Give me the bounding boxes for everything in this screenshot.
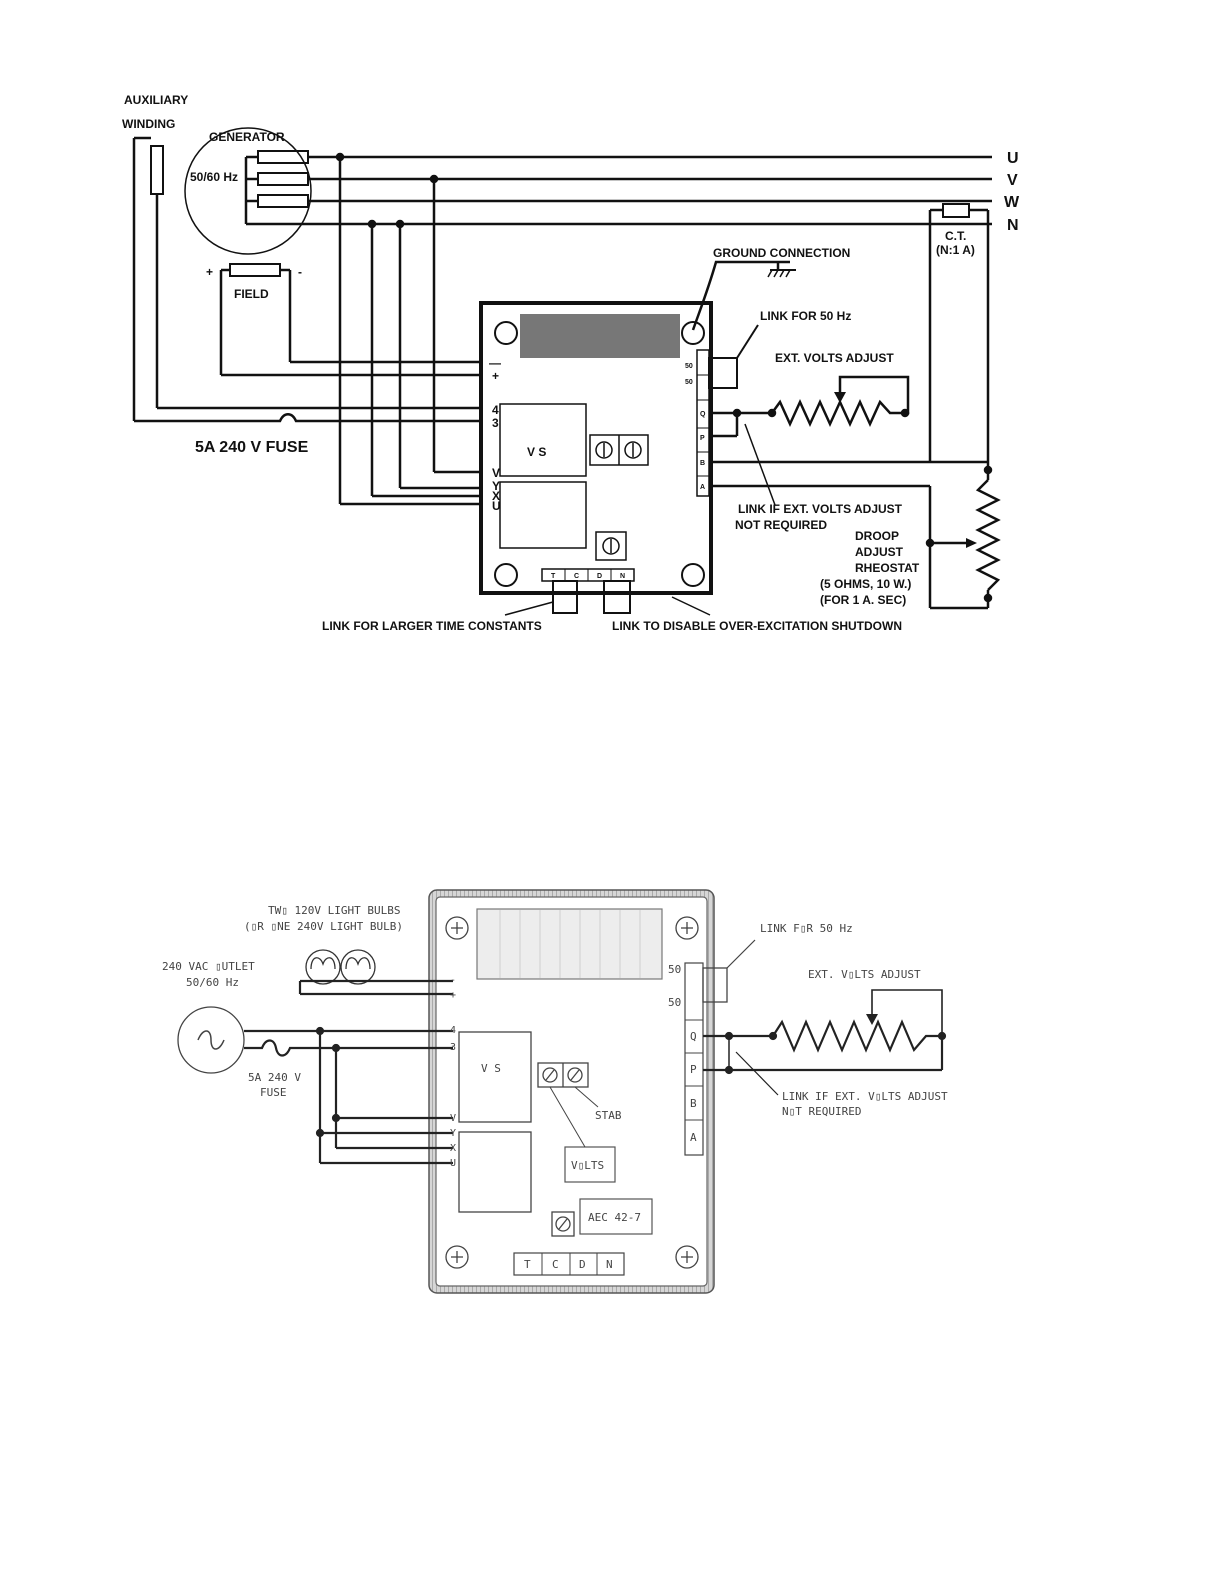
term-3-top: 3 (492, 416, 499, 430)
light-bulbs (305, 949, 376, 985)
volts-label: V▯LTS (571, 1159, 604, 1172)
bulbs-label-2: (▯R ▯NE 240V LIGHT BULB) (244, 920, 403, 933)
bottom-diagram-labels: TW▯ 120V LIGHT BULBS (▯R ▯NE 240V LIGHT … (162, 904, 948, 1271)
term-u-bottom: U (450, 1158, 456, 1169)
term-p-top: P (700, 435, 705, 442)
field-plus-label: + (206, 265, 213, 279)
droop-label-2: ADJUST (855, 545, 904, 559)
term-d-top: D (597, 573, 602, 580)
ground-label: GROUND CONNECTION (713, 246, 850, 260)
droop-label-3: RHEOSTAT (855, 561, 920, 575)
term-minus-bottom: - (450, 975, 456, 986)
term-n-top: N (620, 573, 625, 580)
bottom-wiring-diagram (177, 889, 947, 1294)
auxiliary-winding (132, 136, 481, 421)
field-minus-label: - (298, 265, 302, 279)
term-minus-top: — (489, 356, 501, 370)
link-50hz-label-bottom: LINK F▯R 50 Hz (760, 922, 853, 935)
link-if-label-1: LINK IF EXT. VOLTS ADJUST (738, 502, 903, 516)
heatsink-bottom (476, 908, 663, 980)
ext-volts-label: EXT. VOLTS ADJUST (775, 351, 894, 365)
term-d-bottom: D (579, 1258, 586, 1271)
line-n-label: N (1007, 217, 1019, 234)
droop-adjust-rheostat (925, 462, 1001, 610)
ct (928, 203, 990, 462)
link-if-label-bottom-1: LINK IF EXT. V▯LTS ADJUST (782, 1090, 948, 1103)
line-u-label: U (1007, 150, 1019, 167)
heatsink (520, 314, 680, 358)
vs-label-bottom: V S (481, 1062, 501, 1075)
term-3-bottom: 3 (450, 1042, 456, 1053)
droop-label-4: (5 OHMS, 10 W.) (820, 577, 911, 591)
ext-volts-label-bottom: EXT. V▯LTS ADJUST (808, 968, 921, 981)
field-winding (219, 263, 481, 377)
vs-label-top: V S (527, 445, 546, 459)
link-if-label-2: NOT REQUIRED (735, 518, 827, 532)
term-v-top: V (492, 466, 500, 480)
ct-label-2: (N:1 A) (936, 243, 975, 257)
term-50b-top: 50 (685, 379, 693, 386)
term-x-bottom: X (450, 1143, 456, 1154)
line-w-label: W (1004, 194, 1020, 211)
ac-outlet (177, 1006, 245, 1074)
term-u-top: U (492, 499, 501, 513)
term-t-bottom: T (524, 1258, 531, 1271)
droop-label-1: DROOP (855, 529, 899, 543)
generator (184, 127, 992, 255)
term-q-top: Q (700, 411, 706, 418)
line-v-label: V (1007, 172, 1018, 189)
term-b-top: B (700, 460, 705, 467)
top-wiring-diagram (132, 127, 1001, 616)
generator-label: GENERATOR (209, 130, 285, 144)
term-p-bottom: P (690, 1063, 697, 1076)
droop-label-5: (FOR 1 A. SEC) (820, 593, 906, 607)
term-c-bottom: C (552, 1258, 559, 1271)
term-y-bottom: Y (450, 1128, 456, 1139)
model-label: AEC 42-7 (588, 1211, 641, 1224)
term-50a-bottom: 50 (668, 963, 681, 976)
link-if-label-bottom-2: N▯T REQUIRED (782, 1105, 861, 1118)
term-a-top: A (700, 484, 705, 491)
term-x-top: X (492, 489, 500, 503)
ext-volts-adjust-potentiometer (709, 375, 910, 506)
ground-connection (691, 260, 796, 331)
ct-label-1: C.T. (945, 229, 966, 243)
term-y-top: Y (492, 479, 500, 493)
term-plus-top: + (492, 369, 499, 383)
fuse-label-bottom-1: 5A 240 V (248, 1071, 301, 1084)
aux-winding-label-1: AUXILIARY (124, 93, 188, 107)
term-plus-bottom: + (450, 990, 456, 1001)
ext-volts-adjust-potentiometer-bottom (703, 989, 947, 1096)
generator-frequency-label: 50/60 Hz (190, 170, 238, 184)
term-t-top: T (551, 573, 556, 580)
term-q-bottom: Q (690, 1030, 697, 1043)
term-n-bottom: N (606, 1258, 613, 1271)
term-v-bottom: V (450, 1113, 456, 1124)
stab-label: STAB (595, 1109, 622, 1122)
avr-board-bottom (428, 889, 715, 1294)
top-diagram-labels: AUXILIARY WINDING GENERATOR 50/60 Hz U V… (122, 93, 1020, 633)
term-50b-bottom: 50 (668, 996, 681, 1009)
term-50a-top: 50 (685, 363, 693, 370)
term-a-bottom: A (690, 1131, 697, 1144)
term-c-top: C (574, 573, 579, 580)
fuse-label-bottom-2: FUSE (260, 1086, 287, 1099)
field-label: FIELD (234, 287, 269, 301)
outlet-label-1: 240 VAC ▯UTLET (162, 960, 255, 973)
outlet-label-2: 50/60 Hz (186, 976, 239, 989)
avr-board-top (479, 301, 713, 595)
fuse-label: 5A 240 V FUSE (195, 439, 309, 456)
link-time-label: LINK FOR LARGER TIME CONSTANTS (322, 619, 542, 633)
term-4-bottom: 4 (450, 1025, 456, 1036)
link-50hz-label: LINK FOR 50 Hz (760, 309, 851, 323)
term-4-top: 4 (492, 403, 499, 417)
link-disable-label: LINK TO DISABLE OVER-EXCITATION SHUTDOWN (612, 619, 902, 633)
bulbs-label-1: TW▯ 120V LIGHT BULBS (268, 904, 400, 917)
aux-winding-label-2: WINDING (122, 117, 175, 131)
term-b-bottom: B (690, 1097, 697, 1110)
